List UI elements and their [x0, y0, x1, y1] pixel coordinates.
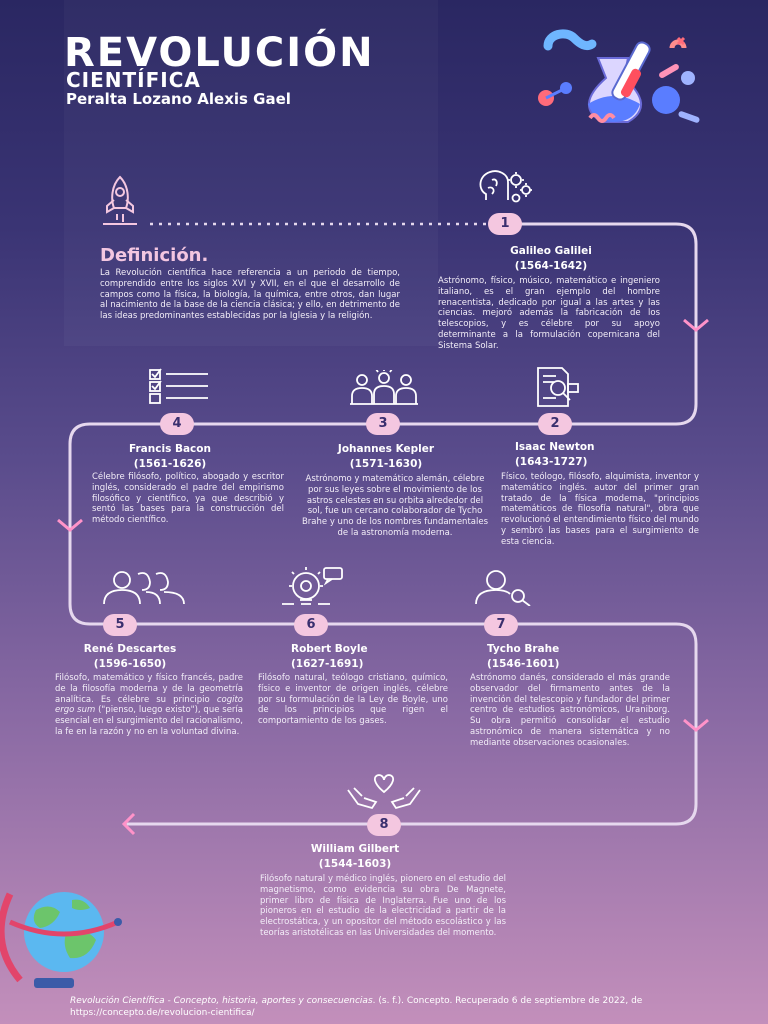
scientist-name: Tycho Brahe — [487, 643, 560, 655]
step-badge-6: 6 — [294, 614, 328, 636]
scientist-desc-descartes: Filósofo, matemático y físico francés, p… — [55, 673, 243, 738]
science-flask-illustration — [538, 29, 700, 123]
scientist-name: Robert Boyle — [291, 643, 368, 655]
scientist-name-tycho: Tycho Brahe (1546-1601) — [487, 642, 637, 672]
scientist-years: (1571-1630) — [349, 458, 423, 470]
definition-text: La Revolución científica hace referencia… — [100, 268, 400, 322]
citation-title: Revolución Científica - Concepto, histor… — [70, 996, 373, 1006]
scientist-name: Isaac Newton — [515, 441, 595, 453]
step-badge-1: 1 — [488, 213, 522, 235]
citation-source: . (s. f.). Concepto. Recuperado 6 de sep… — [70, 996, 643, 1018]
scientist-name: William Gilbert — [310, 843, 400, 855]
scientist-desc-boyle: Filósofo natural, teólogo cristiano, quí… — [258, 673, 448, 727]
globe-illustration — [0, 892, 122, 988]
scientist-name: Francis Bacon — [129, 443, 211, 455]
scientist-name-galileo: Galileo Galilei (1564-1642) — [456, 244, 646, 274]
page-subtitle: CIENTÍFICA — [66, 68, 201, 92]
step-badge-4: 4 — [160, 413, 194, 435]
scientist-name-kepler: Johannes Kepler (1571-1630) — [296, 442, 476, 472]
scientist-name: Galileo Galilei — [510, 245, 592, 257]
scientist-years: (1544-1603) — [318, 858, 392, 870]
scientist-name: Johannes Kepler — [337, 443, 435, 455]
rocket-icon — [103, 175, 137, 225]
lightbulb-idea-icon — [282, 567, 343, 605]
step-badge-7: 7 — [484, 614, 518, 636]
checklist-icon — [149, 368, 208, 404]
definition-title: Definición. — [100, 245, 209, 266]
scientist-name-newton: Isaac Newton (1643-1727) — [515, 440, 665, 470]
desc-part: ("pienso, luego existo"), que sería esen… — [55, 705, 243, 737]
scientist-desc-tycho: Astrónomo danés, considerado el más gran… — [470, 673, 670, 748]
scientist-name: René Descartes — [83, 643, 177, 655]
step-badge-3: 3 — [366, 413, 400, 435]
brain-gears-icon — [479, 170, 532, 203]
scientist-years: (1643-1727) — [515, 456, 588, 468]
scientist-desc-kepler: Astrónomo y matemático alemán, célebre p… — [301, 474, 489, 538]
page-title: REVOLUCIÓN — [64, 30, 375, 76]
hands-heart-icon — [347, 774, 421, 810]
step-badge-5: 5 — [103, 614, 137, 636]
scientist-name-bacon: Francis Bacon (1561-1626) — [80, 442, 260, 472]
scientist-desc-galileo: Astrónomo, físico, músico, matemático e … — [438, 276, 660, 351]
scientist-name-gilbert: William Gilbert (1544-1603) — [270, 842, 440, 872]
document-search-icon — [537, 367, 579, 407]
scientist-years: (1627-1691) — [291, 658, 364, 670]
scientist-desc-gilbert: Filósofo natural y médico inglés, pioner… — [260, 874, 506, 938]
step-badge-2: 2 — [538, 413, 572, 435]
scientist-years: (1564-1642) — [514, 260, 588, 272]
scientist-name-descartes: René Descartes (1596-1650) — [40, 642, 220, 672]
person-search-icon — [475, 570, 531, 606]
scientist-years: (1546-1601) — [487, 658, 560, 670]
scientist-desc-bacon: Célebre filósofo, político, abogado y es… — [92, 472, 284, 526]
scientist-name-boyle: Robert Boyle (1627-1691) — [291, 642, 451, 672]
scientist-years: (1596-1650) — [93, 658, 167, 670]
scientist-desc-newton: Físico, teólogo, filósofo, alquimista, i… — [501, 472, 699, 547]
scientist-years: (1561-1626) — [133, 458, 207, 470]
latin-phrase: cogito ergo sum — [55, 694, 243, 716]
step-badge-8: 8 — [367, 814, 401, 836]
desc-part: Filósofo, matemático y físico francés, p… — [55, 673, 243, 705]
author-name: Peralta Lozano Alexis Gael — [66, 90, 291, 108]
people-icon — [103, 571, 185, 605]
citation: Revolución Científica - Concepto, histor… — [70, 995, 710, 1019]
team-icon — [350, 370, 418, 405]
